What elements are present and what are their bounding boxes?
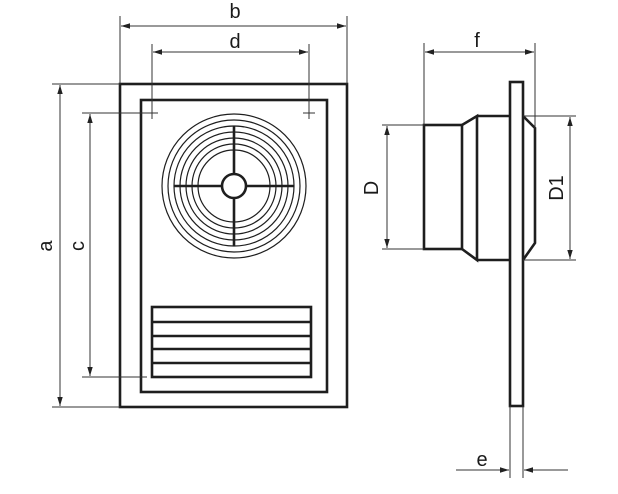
fan-housing	[477, 114, 510, 262]
dimension-label-f: f	[474, 30, 480, 52]
fan-hub	[220, 172, 248, 200]
duct-taper	[461, 113, 479, 263]
dimension-label-D: D	[361, 181, 383, 195]
dimension-label-b: b	[229, 1, 240, 23]
dimension-label-d: d	[229, 31, 240, 53]
front-cover-profile	[521, 115, 537, 261]
dimension-f	[423, 43, 536, 128]
mounting-plate	[508, 80, 525, 408]
dimension-c	[82, 112, 147, 378]
dimension-e	[456, 406, 568, 478]
front-view: b d a c	[35, 1, 349, 409]
fan-ring	[167, 119, 301, 253]
dimension-label-D1: D1	[546, 175, 568, 201]
dimension-label-a: a	[35, 240, 57, 252]
dimension-b	[119, 16, 348, 84]
inner-panel	[139, 98, 329, 394]
dimension-d	[151, 44, 310, 110]
fan-crosshair	[174, 126, 294, 246]
vent-grille	[150, 305, 313, 379]
side-view: f D D1 e	[361, 30, 576, 478]
dimension-label-e: e	[476, 449, 487, 471]
fan-ring	[161, 113, 307, 259]
duct-spigot	[422, 123, 464, 251]
dimension-label-c: c	[67, 241, 89, 251]
dimension-D1	[523, 115, 576, 261]
dimension-D	[382, 124, 424, 250]
outer-frame	[118, 82, 349, 409]
dimension-a	[52, 83, 120, 408]
